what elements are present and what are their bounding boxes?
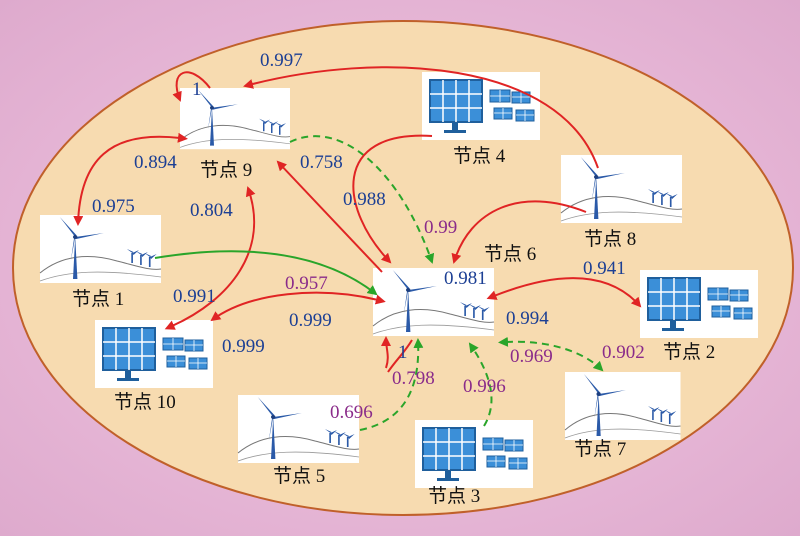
edge-label-0981: 0.981 bbox=[444, 268, 487, 289]
node-3-label: 节点 3 bbox=[428, 485, 480, 507]
node-3-solar bbox=[414, 419, 534, 489]
edge-4-to-6 bbox=[352, 134, 433, 264]
edge-1-to-6 bbox=[154, 250, 378, 296]
edge-label-0902: 0.902 bbox=[602, 342, 645, 363]
edge-6-10 bbox=[210, 291, 386, 322]
edge-6-to-5 bbox=[387, 339, 413, 373]
edge-label-0999-center: 0.999 bbox=[289, 310, 332, 331]
node-2-label: 节点 2 bbox=[663, 341, 715, 363]
node-10-solar bbox=[94, 319, 214, 389]
node-2-solar bbox=[639, 269, 759, 339]
edge-label-0991: 0.991 bbox=[173, 286, 216, 307]
edge-label-0999-node10: 0.999 bbox=[222, 336, 265, 357]
node-5-label: 节点 5 bbox=[273, 465, 325, 487]
edge-9-self bbox=[172, 71, 211, 102]
edge-label-0798: 0.798 bbox=[392, 368, 435, 389]
edge-label-0758: 0.758 bbox=[300, 152, 343, 173]
edge-8-to-6 bbox=[451, 200, 587, 264]
node-7-label: 节点 7 bbox=[574, 438, 626, 460]
edge-label-0941: 0.941 bbox=[583, 258, 626, 279]
node-9-label: 节点 9 bbox=[200, 159, 252, 181]
node-7-wind bbox=[564, 371, 682, 441]
edge-label-self-6: 1 bbox=[398, 342, 408, 363]
edge-label-0969: 0.969 bbox=[510, 346, 553, 367]
edge-label-0894: 0.894 bbox=[134, 152, 177, 173]
edge-label-0988: 0.988 bbox=[343, 189, 386, 210]
edge-label-0994: 0.994 bbox=[506, 308, 549, 329]
edge-3-to-6-dashed bbox=[468, 342, 493, 427]
edge-8-to-9 bbox=[243, 66, 599, 169]
node-4-solar bbox=[421, 71, 541, 141]
node-6-label: 节点 6 bbox=[484, 243, 536, 265]
edge-label-0975: 0.975 bbox=[92, 196, 135, 217]
edge-label-0997: 0.997 bbox=[260, 50, 303, 71]
edge-5-to-6 bbox=[381, 336, 392, 369]
node-8-label: 节点 8 bbox=[584, 228, 636, 250]
node-10-label: 节点 10 bbox=[114, 391, 176, 413]
edge-label-self-9: 1 bbox=[192, 79, 202, 100]
edge-label-0957: 0.957 bbox=[285, 273, 328, 294]
edge-label-0996: 0.996 bbox=[463, 376, 506, 397]
edge-label-0696: 0.696 bbox=[330, 402, 373, 423]
edge-9-1 bbox=[73, 132, 188, 226]
node-1-label: 节点 1 bbox=[72, 288, 124, 310]
edge-label-099: 0.99 bbox=[424, 217, 457, 238]
node-1-wind bbox=[39, 214, 162, 284]
edge-5-to-6-dashed bbox=[359, 338, 424, 431]
edge-10-9 bbox=[164, 186, 256, 330]
edge-6-to-9 bbox=[276, 160, 383, 273]
node-8-wind bbox=[560, 154, 683, 224]
edge-label-0804: 0.804 bbox=[190, 200, 233, 221]
edge-6-2 bbox=[486, 277, 642, 308]
node-4-label: 节点 4 bbox=[453, 145, 506, 167]
edge-9-to-6-dashed bbox=[289, 135, 435, 264]
edge-6-7-dashed bbox=[498, 336, 604, 372]
